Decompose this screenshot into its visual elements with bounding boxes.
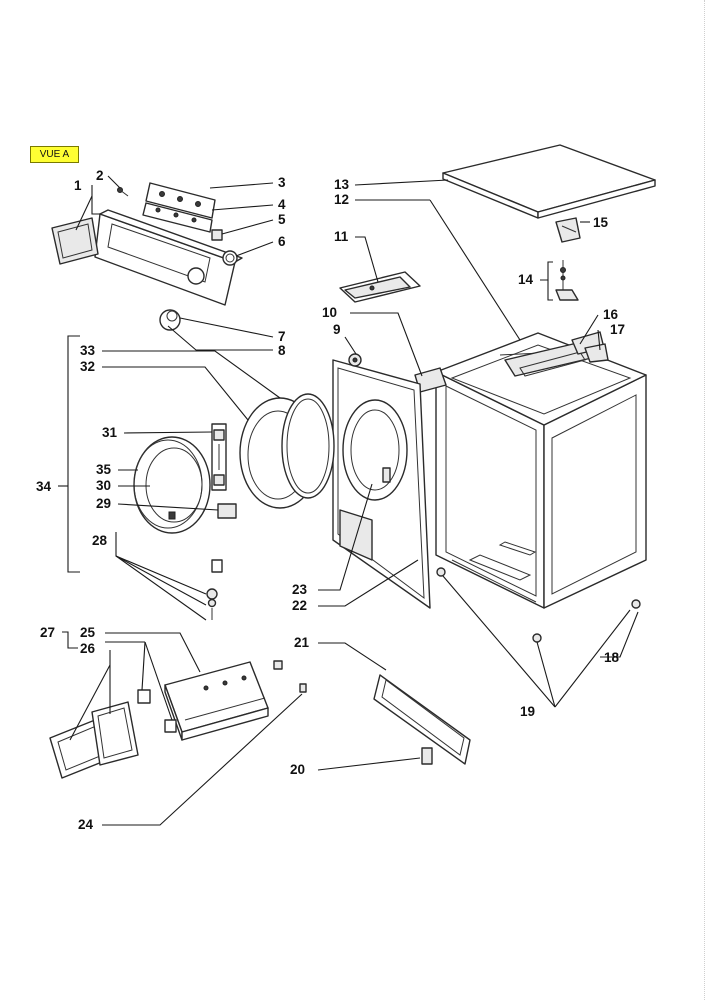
callout-2: 2 (96, 168, 104, 183)
door-frame-part (133, 436, 211, 534)
callout-16: 16 (603, 307, 619, 322)
filter-housing-part (164, 661, 269, 741)
electronic-board-part (142, 182, 216, 233)
callout-23: 23 (292, 582, 308, 597)
view-label-badge: VUE A (30, 146, 79, 163)
callout-14: 14 (518, 272, 534, 287)
callout-13: 13 (334, 177, 350, 192)
callout-6: 6 (278, 234, 286, 249)
callout-30: 30 (96, 478, 111, 493)
callout-9: 9 (333, 322, 341, 337)
screw-part (117, 187, 129, 197)
callout-7: 7 (278, 329, 286, 344)
callout-18: 18 (604, 650, 620, 665)
callout-29: 29 (96, 496, 111, 511)
door-ring-part (239, 393, 335, 509)
knob-parts (159, 229, 238, 331)
door-hinge-part (211, 423, 227, 491)
door-latch-parts (206, 503, 237, 620)
callout-24: 24 (78, 817, 94, 832)
cabinet-part (435, 332, 647, 609)
clip-part (421, 747, 433, 765)
pin-part (555, 260, 579, 301)
scan-edge (703, 0, 705, 1000)
nut-part (348, 353, 362, 367)
brackets-part (571, 331, 609, 363)
callout-21: 21 (294, 635, 310, 650)
callout-31: 31 (102, 425, 118, 440)
callout-1: 1 (74, 178, 82, 193)
callout-5: 5 (278, 212, 286, 227)
callout-28: 28 (92, 533, 108, 548)
callout-35: 35 (96, 462, 112, 477)
callout-15: 15 (593, 215, 609, 230)
callout-8: 8 (278, 343, 286, 358)
detergent-drawer-part (339, 271, 421, 303)
hinge-part (555, 217, 581, 243)
callout-26: 26 (80, 641, 96, 656)
callout-4: 4 (278, 197, 286, 212)
callout-3: 3 (278, 175, 286, 190)
callout-22: 22 (292, 598, 307, 613)
callout-34: 34 (36, 479, 52, 494)
callout-20: 20 (290, 762, 305, 777)
callout-32: 32 (80, 359, 95, 374)
callout-17: 17 (610, 322, 625, 337)
service-door-part (49, 701, 139, 779)
plinth-part (373, 674, 471, 765)
callout-33: 33 (80, 343, 96, 358)
control-panel-part (51, 209, 243, 306)
top-panel-part (442, 144, 656, 219)
callout-labels: 1 2 3 4 5 6 7 8 9 10 11 12 13 14 15 16 1… (36, 168, 625, 832)
callout-19: 19 (520, 704, 535, 719)
callout-27: 27 (40, 625, 55, 640)
leader-lines (58, 175, 639, 826)
front-panel-part (332, 359, 431, 609)
callout-10: 10 (322, 305, 337, 320)
callout-25: 25 (80, 625, 96, 640)
foot-parts (436, 567, 641, 643)
filter-small-parts (137, 660, 307, 733)
callout-11: 11 (334, 229, 349, 244)
callout-12: 12 (334, 192, 349, 207)
